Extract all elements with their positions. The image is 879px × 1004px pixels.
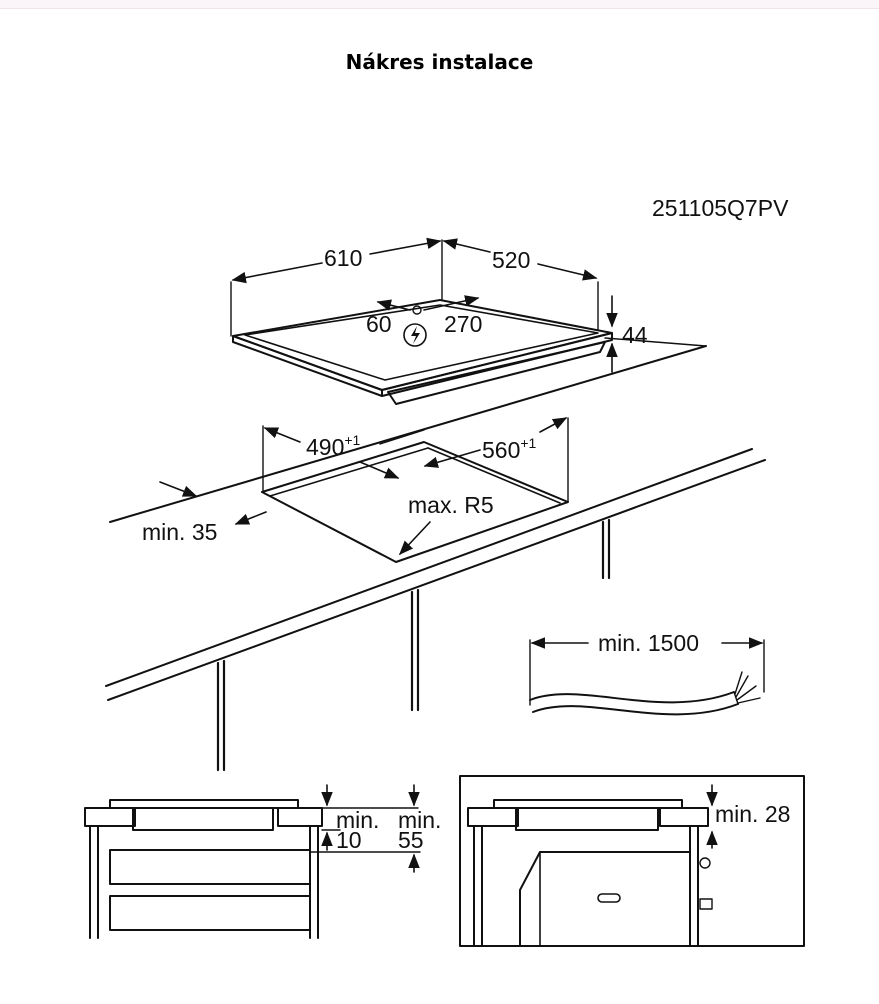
- hob-depth-label: 520: [492, 247, 530, 273]
- section-left: [84, 784, 421, 939]
- cable-drawing: [529, 637, 765, 716]
- page-title: Nákres instalace: [345, 50, 534, 74]
- min-value-2: 55: [398, 827, 424, 853]
- hob-height-label: 44: [622, 322, 648, 348]
- cutout-dimensions: [159, 417, 568, 556]
- hob-width-label: 610: [324, 245, 362, 271]
- connection-offset-b-label: 270: [444, 311, 482, 337]
- connection-offset-a-label: 60: [366, 311, 392, 337]
- min-label-1: min.: [336, 807, 379, 833]
- cutout-depth-label: 560+1: [482, 435, 537, 463]
- top-border: [0, 0, 879, 9]
- hob-dimensions: [230, 237, 707, 373]
- worktop: [105, 345, 766, 772]
- cutout-width-label: 490+1: [306, 432, 361, 460]
- electric-connection-icon: [403, 323, 427, 347]
- cable-length-label: min. 1500: [598, 630, 699, 656]
- cutout-outline: [261, 417, 569, 563]
- hob-outline: [232, 299, 613, 405]
- min-28-label: min. 28: [715, 801, 790, 827]
- front-clearance-label: min. 35: [142, 519, 217, 545]
- min-label-2: min.: [398, 807, 441, 833]
- cutout-radius-label: max. R5: [408, 492, 494, 518]
- min-value-1: 10: [336, 827, 362, 853]
- section-right: [459, 775, 805, 947]
- model-code: 251105Q7PV: [652, 195, 789, 221]
